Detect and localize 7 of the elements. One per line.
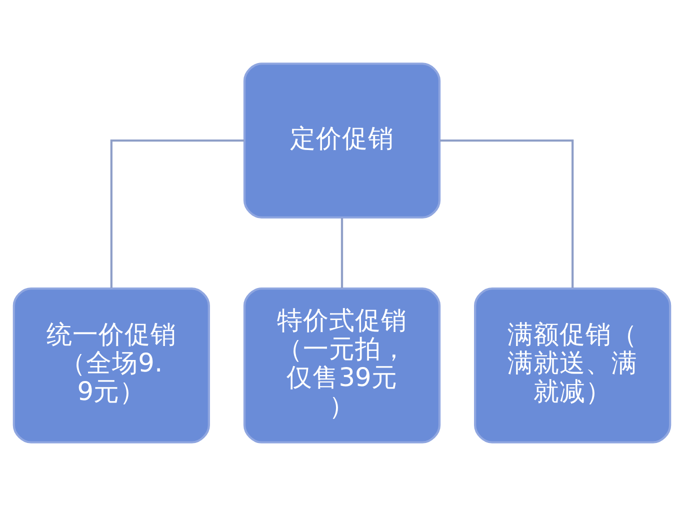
node-box: 满额促销（满就送、满就减） [474, 287, 672, 443]
node-box: 统一价促销（全场9.9元） [12, 287, 210, 443]
connector [440, 138, 574, 288]
connector [110, 138, 244, 288]
node-box: 特价式促销（一元拍，仅售39元） [243, 287, 441, 443]
connector [340, 217, 344, 288]
node-box: 定价促销 [243, 62, 441, 218]
